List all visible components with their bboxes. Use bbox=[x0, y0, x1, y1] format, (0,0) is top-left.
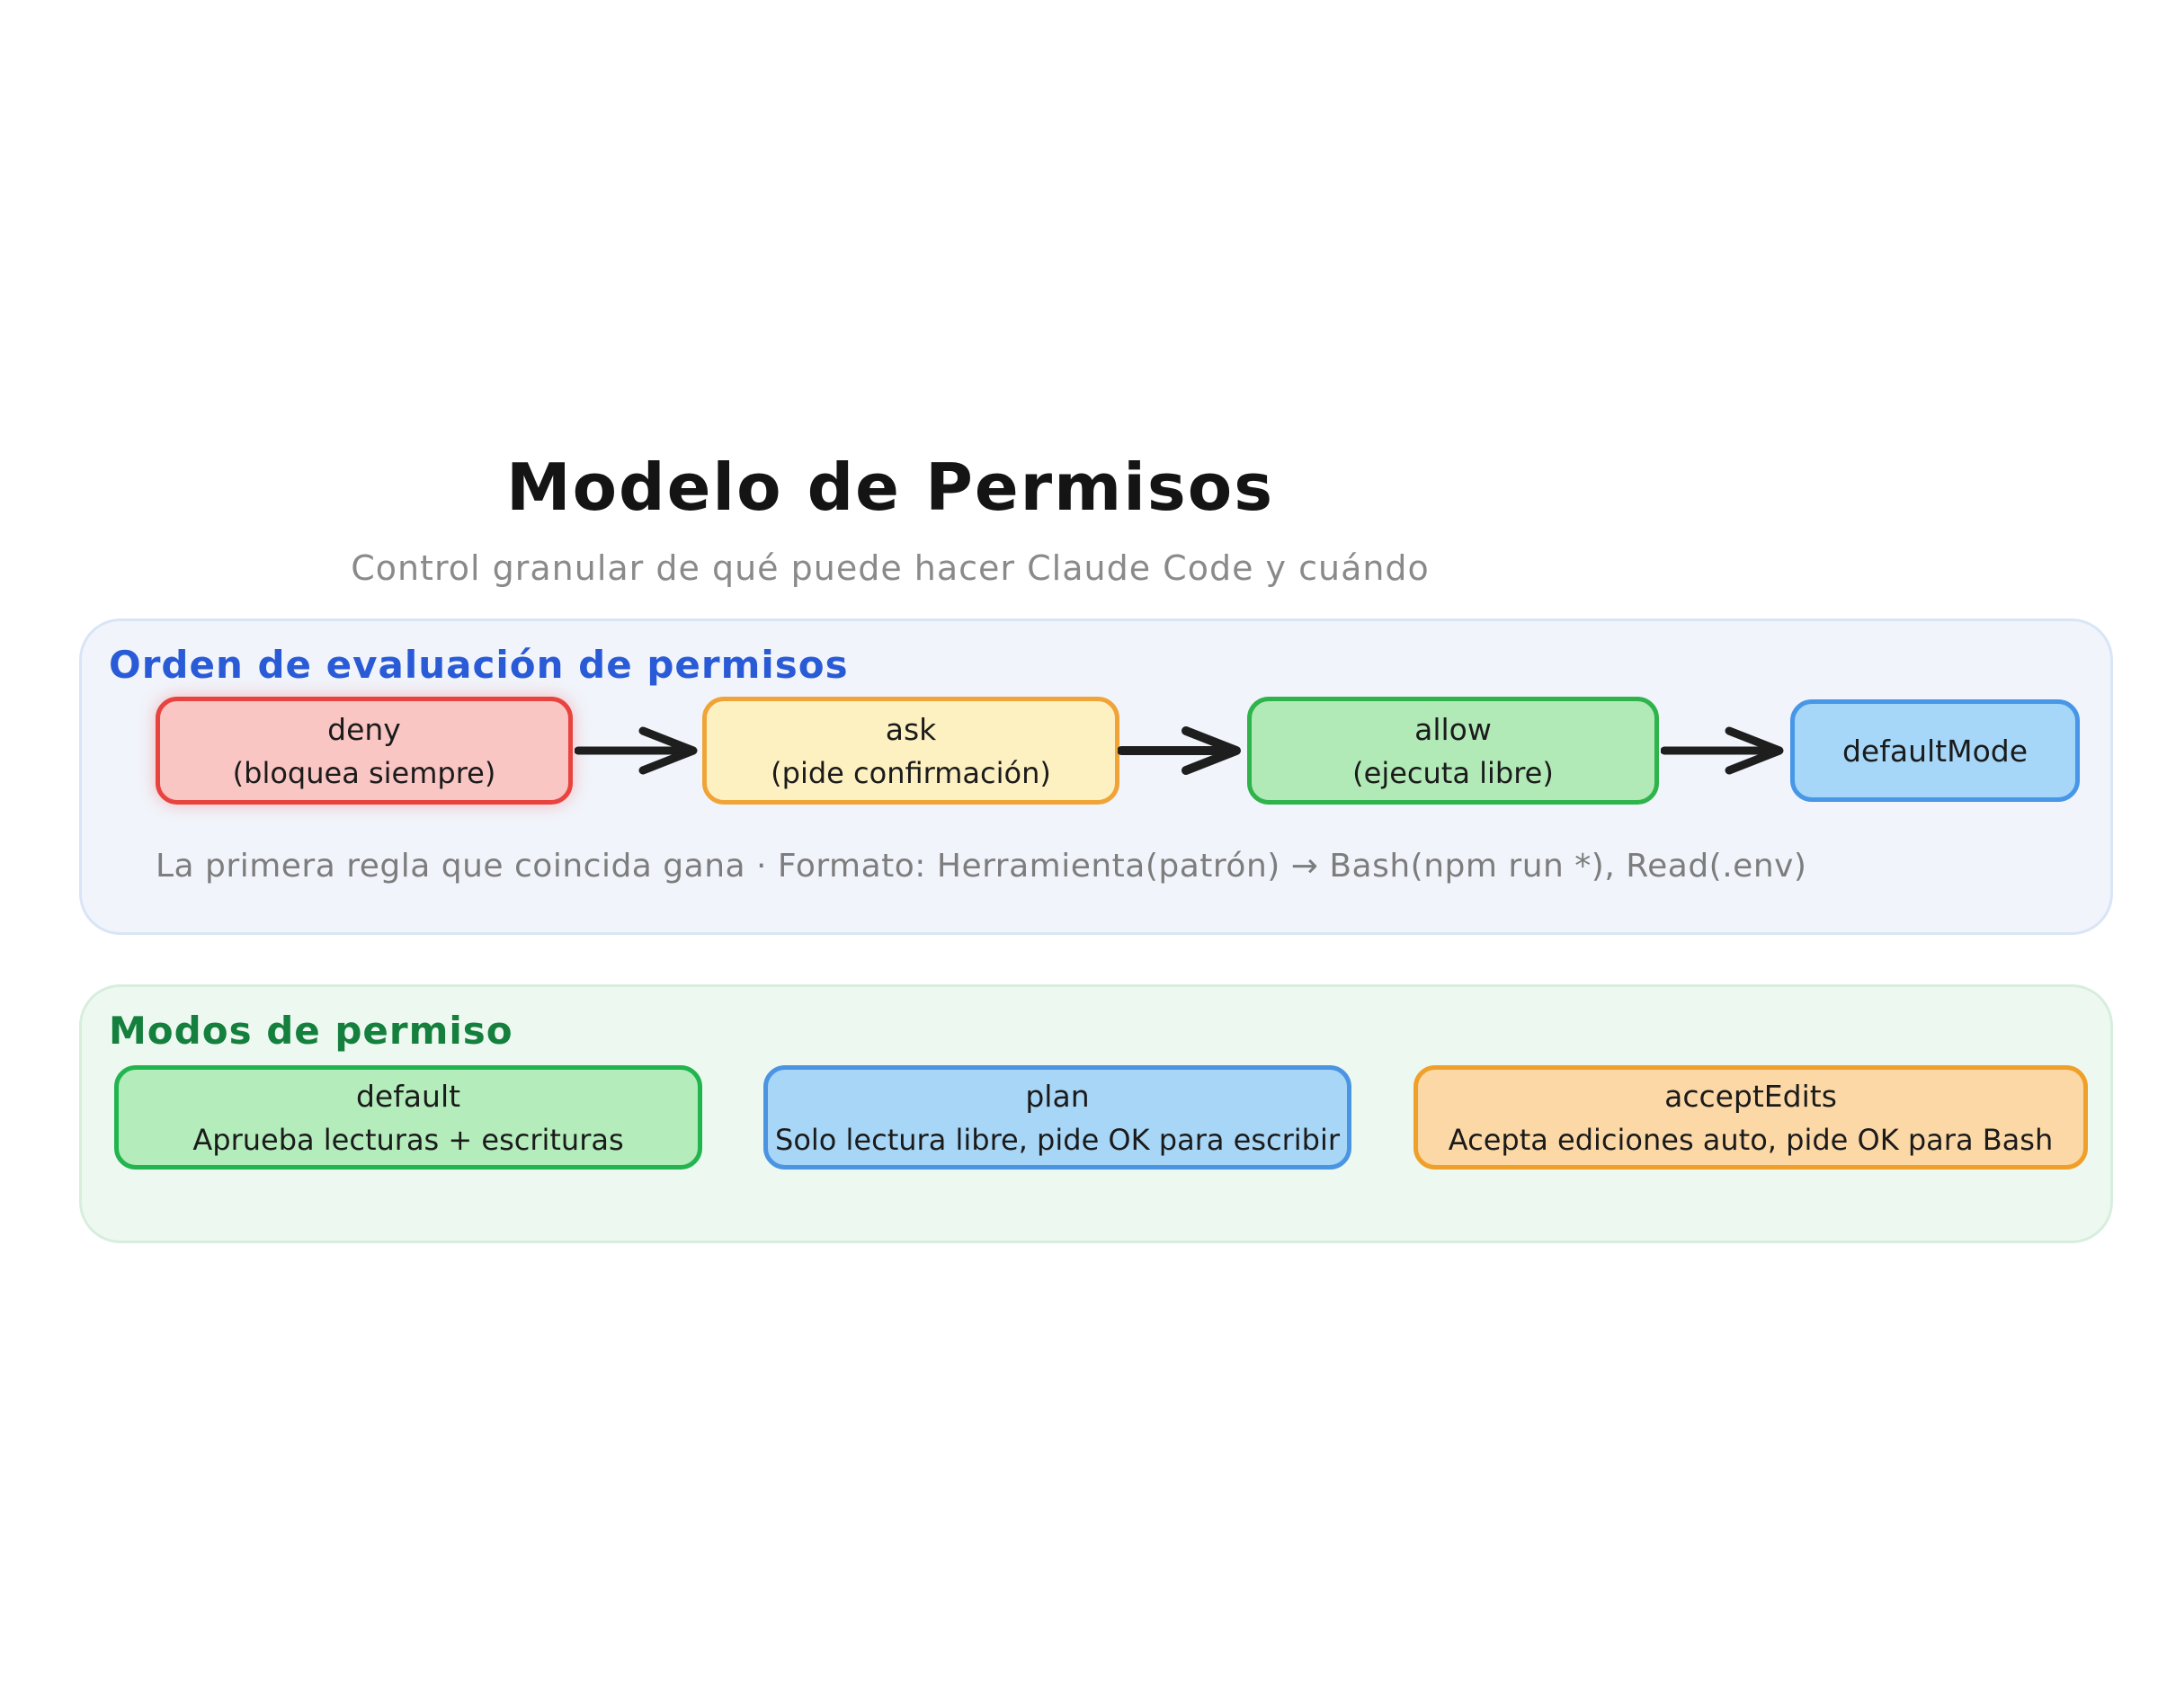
flow-box-allow-name: allow bbox=[1414, 711, 1492, 747]
mode-plan-name: plan bbox=[1025, 1078, 1090, 1114]
mode-acceptedits-name: acceptEdits bbox=[1664, 1078, 1837, 1114]
evaluation-order-section: Orden de evaluación de permisos deny (bl… bbox=[79, 618, 2113, 935]
flow-box-ask-subtitle: (pide confirmación) bbox=[771, 755, 1051, 790]
arrow-ask-to-allow-icon bbox=[1118, 726, 1241, 775]
flow-box-allow-subtitle: (ejecuta libre) bbox=[1352, 755, 1554, 790]
permission-modes-section: Modos de permiso default Aprueba lectura… bbox=[79, 984, 2113, 1243]
arrow-allow-to-defaultmode-icon bbox=[1661, 726, 1784, 775]
flow-box-deny-name: deny bbox=[327, 711, 401, 747]
evaluation-section-title: Orden de evaluación de permisos bbox=[109, 643, 849, 687]
mode-plan-description: Solo lectura libre, pide OK para escribi… bbox=[775, 1122, 1340, 1157]
page-subtitle: Control granular de qué puede hacer Clau… bbox=[351, 548, 1430, 588]
mode-default-description: Aprueba lecturas + escrituras bbox=[192, 1122, 624, 1157]
flow-box-deny: deny (bloquea siempre) bbox=[156, 697, 573, 805]
flow-box-defaultmode: defaultMode bbox=[1790, 699, 2080, 802]
arrow-deny-to-ask-icon bbox=[575, 726, 698, 775]
mode-box-plan: plan Solo lectura libre, pide OK para es… bbox=[763, 1065, 1351, 1170]
flow-box-ask: ask (pide confirmación) bbox=[702, 697, 1119, 805]
flow-box-deny-subtitle: (bloquea siempre) bbox=[232, 755, 496, 790]
flow-box-ask-name: ask bbox=[885, 711, 937, 747]
mode-box-acceptedits: acceptEdits Acepta ediciones auto, pide … bbox=[1413, 1065, 2088, 1170]
evaluation-note: La primera regla que coincida gana · For… bbox=[156, 848, 1807, 885]
modes-section-title: Modos de permiso bbox=[109, 1009, 513, 1053]
page-title: Modelo de Permisos bbox=[505, 449, 1275, 525]
mode-acceptedits-description: Acepta ediciones auto, pide OK para Bash bbox=[1448, 1122, 2054, 1157]
flow-box-allow: allow (ejecuta libre) bbox=[1247, 697, 1659, 805]
header: Modelo de Permisos Control granular de q… bbox=[0, 449, 1780, 588]
mode-box-default: default Aprueba lecturas + escrituras bbox=[114, 1065, 702, 1170]
mode-default-name: default bbox=[355, 1078, 461, 1114]
flow-box-defaultmode-name: defaultMode bbox=[1841, 733, 2029, 769]
